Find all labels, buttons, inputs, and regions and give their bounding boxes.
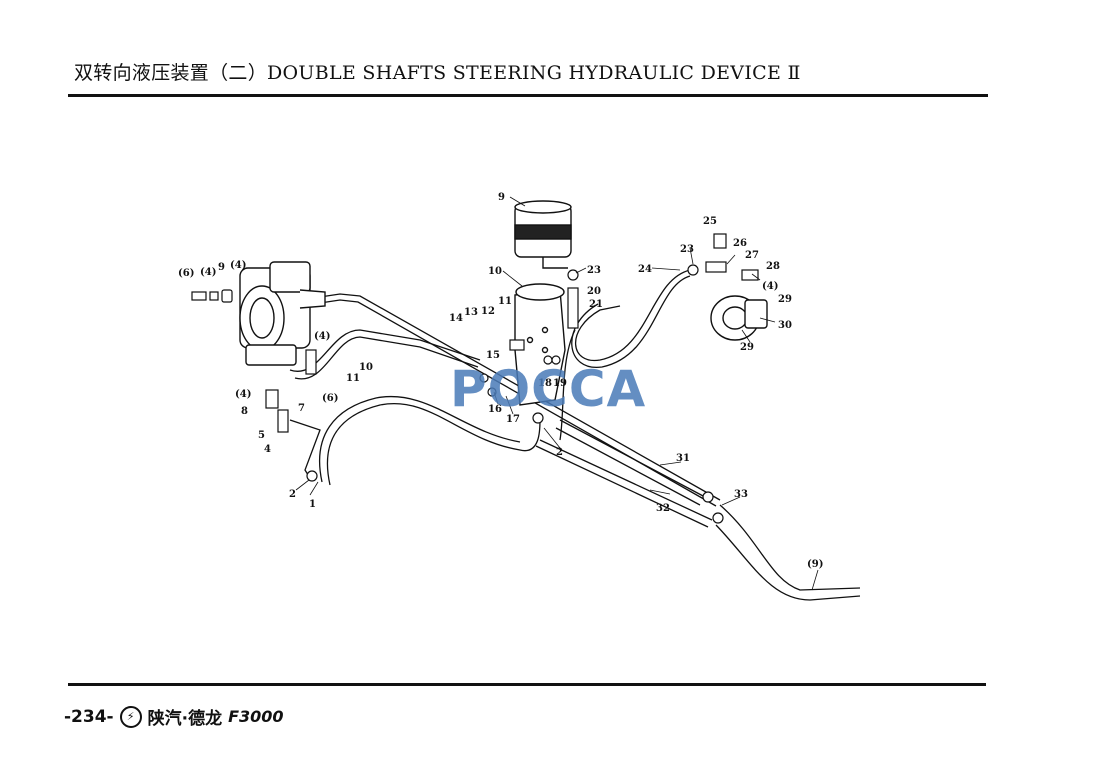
callout-24: 24 — [638, 264, 652, 275]
callout-30: 30 — [778, 320, 792, 331]
callout-13: 12 — [481, 306, 495, 317]
callout-6-mid: (6) — [322, 393, 338, 404]
callout-20: 19 — [553, 378, 567, 389]
model-name: F3000 — [228, 707, 284, 726]
callout-23b: 23 — [680, 244, 694, 255]
callout-26: 26 — [733, 238, 747, 249]
callout-29a: 29 — [778, 294, 792, 305]
callout-22: 21 — [589, 299, 603, 310]
header-rule — [68, 94, 988, 97]
callout-2-left: 2 — [289, 489, 296, 500]
brand-logo-icon: ⚡ — [119, 705, 142, 728]
callout-21: 20 — [587, 286, 601, 297]
callout-32: 32 — [656, 503, 670, 514]
callout-10: 9 — [498, 192, 505, 203]
callout-15: 14 — [449, 313, 463, 324]
callout-17: 16 — [488, 404, 502, 415]
callout-6-left: (6) — [178, 268, 194, 279]
callout-6: 8 — [241, 406, 248, 417]
callout-14: 13 — [464, 307, 478, 318]
hose-8 — [289, 329, 481, 372]
page-number: -234- — [64, 706, 114, 727]
callout-4-lower: (4) — [235, 389, 251, 400]
callout-31: 31 — [676, 453, 690, 464]
pipe-22 — [559, 329, 576, 441]
callout-3: 4 — [264, 444, 271, 455]
hose-9 — [719, 504, 861, 591]
callout-4-mid: (4) — [314, 331, 330, 342]
callout-11: 10 — [488, 266, 502, 277]
hose-1 — [326, 402, 541, 486]
pipe-32 — [539, 439, 713, 521]
callout-12: 11 — [498, 296, 512, 307]
watermark: POCCA — [450, 360, 647, 418]
callout-9-right: (9) — [807, 559, 823, 570]
callout-9: 11 — [346, 373, 360, 384]
page-footer: -234- ⚡ 陕汽·德龙 F3000 — [64, 704, 284, 729]
footer-rule — [68, 683, 986, 686]
callout-4: 5 — [258, 430, 265, 441]
hose-24 — [575, 269, 691, 362]
callout-23a: 23 — [587, 265, 601, 276]
callout-4-left2: (4) — [230, 260, 246, 271]
callout-4-left: (4) — [200, 267, 216, 278]
mounting-bracket — [514, 283, 566, 406]
oil-reservoir — [514, 200, 572, 269]
callout-33: 33 — [734, 489, 748, 500]
callout-16: 15 — [486, 350, 500, 361]
steering-gear — [239, 261, 326, 366]
callout-1: 1 — [309, 499, 316, 510]
pipe-31 — [559, 419, 706, 498]
page-title: 双转向液压装置（二）DOUBLE SHAFTS STEERING HYDRAUL… — [74, 62, 801, 84]
callout-19: 18 — [538, 378, 552, 389]
callout-29b: 29 — [740, 342, 754, 353]
power-steering-pump — [710, 295, 768, 341]
callout-2-center: 2 — [556, 447, 563, 458]
callout-5: 7 — [298, 403, 305, 414]
callout-25: 25 — [703, 216, 717, 227]
callout-4-pump: (4) — [762, 281, 778, 292]
callout-8: 10 — [359, 362, 373, 373]
callout-18: 17 — [506, 414, 520, 425]
brand-name: 陕汽·德龙 — [147, 709, 223, 729]
callout-28: 28 — [766, 261, 780, 272]
callout-27: 27 — [745, 250, 759, 261]
callout-7: 9 — [218, 262, 225, 273]
